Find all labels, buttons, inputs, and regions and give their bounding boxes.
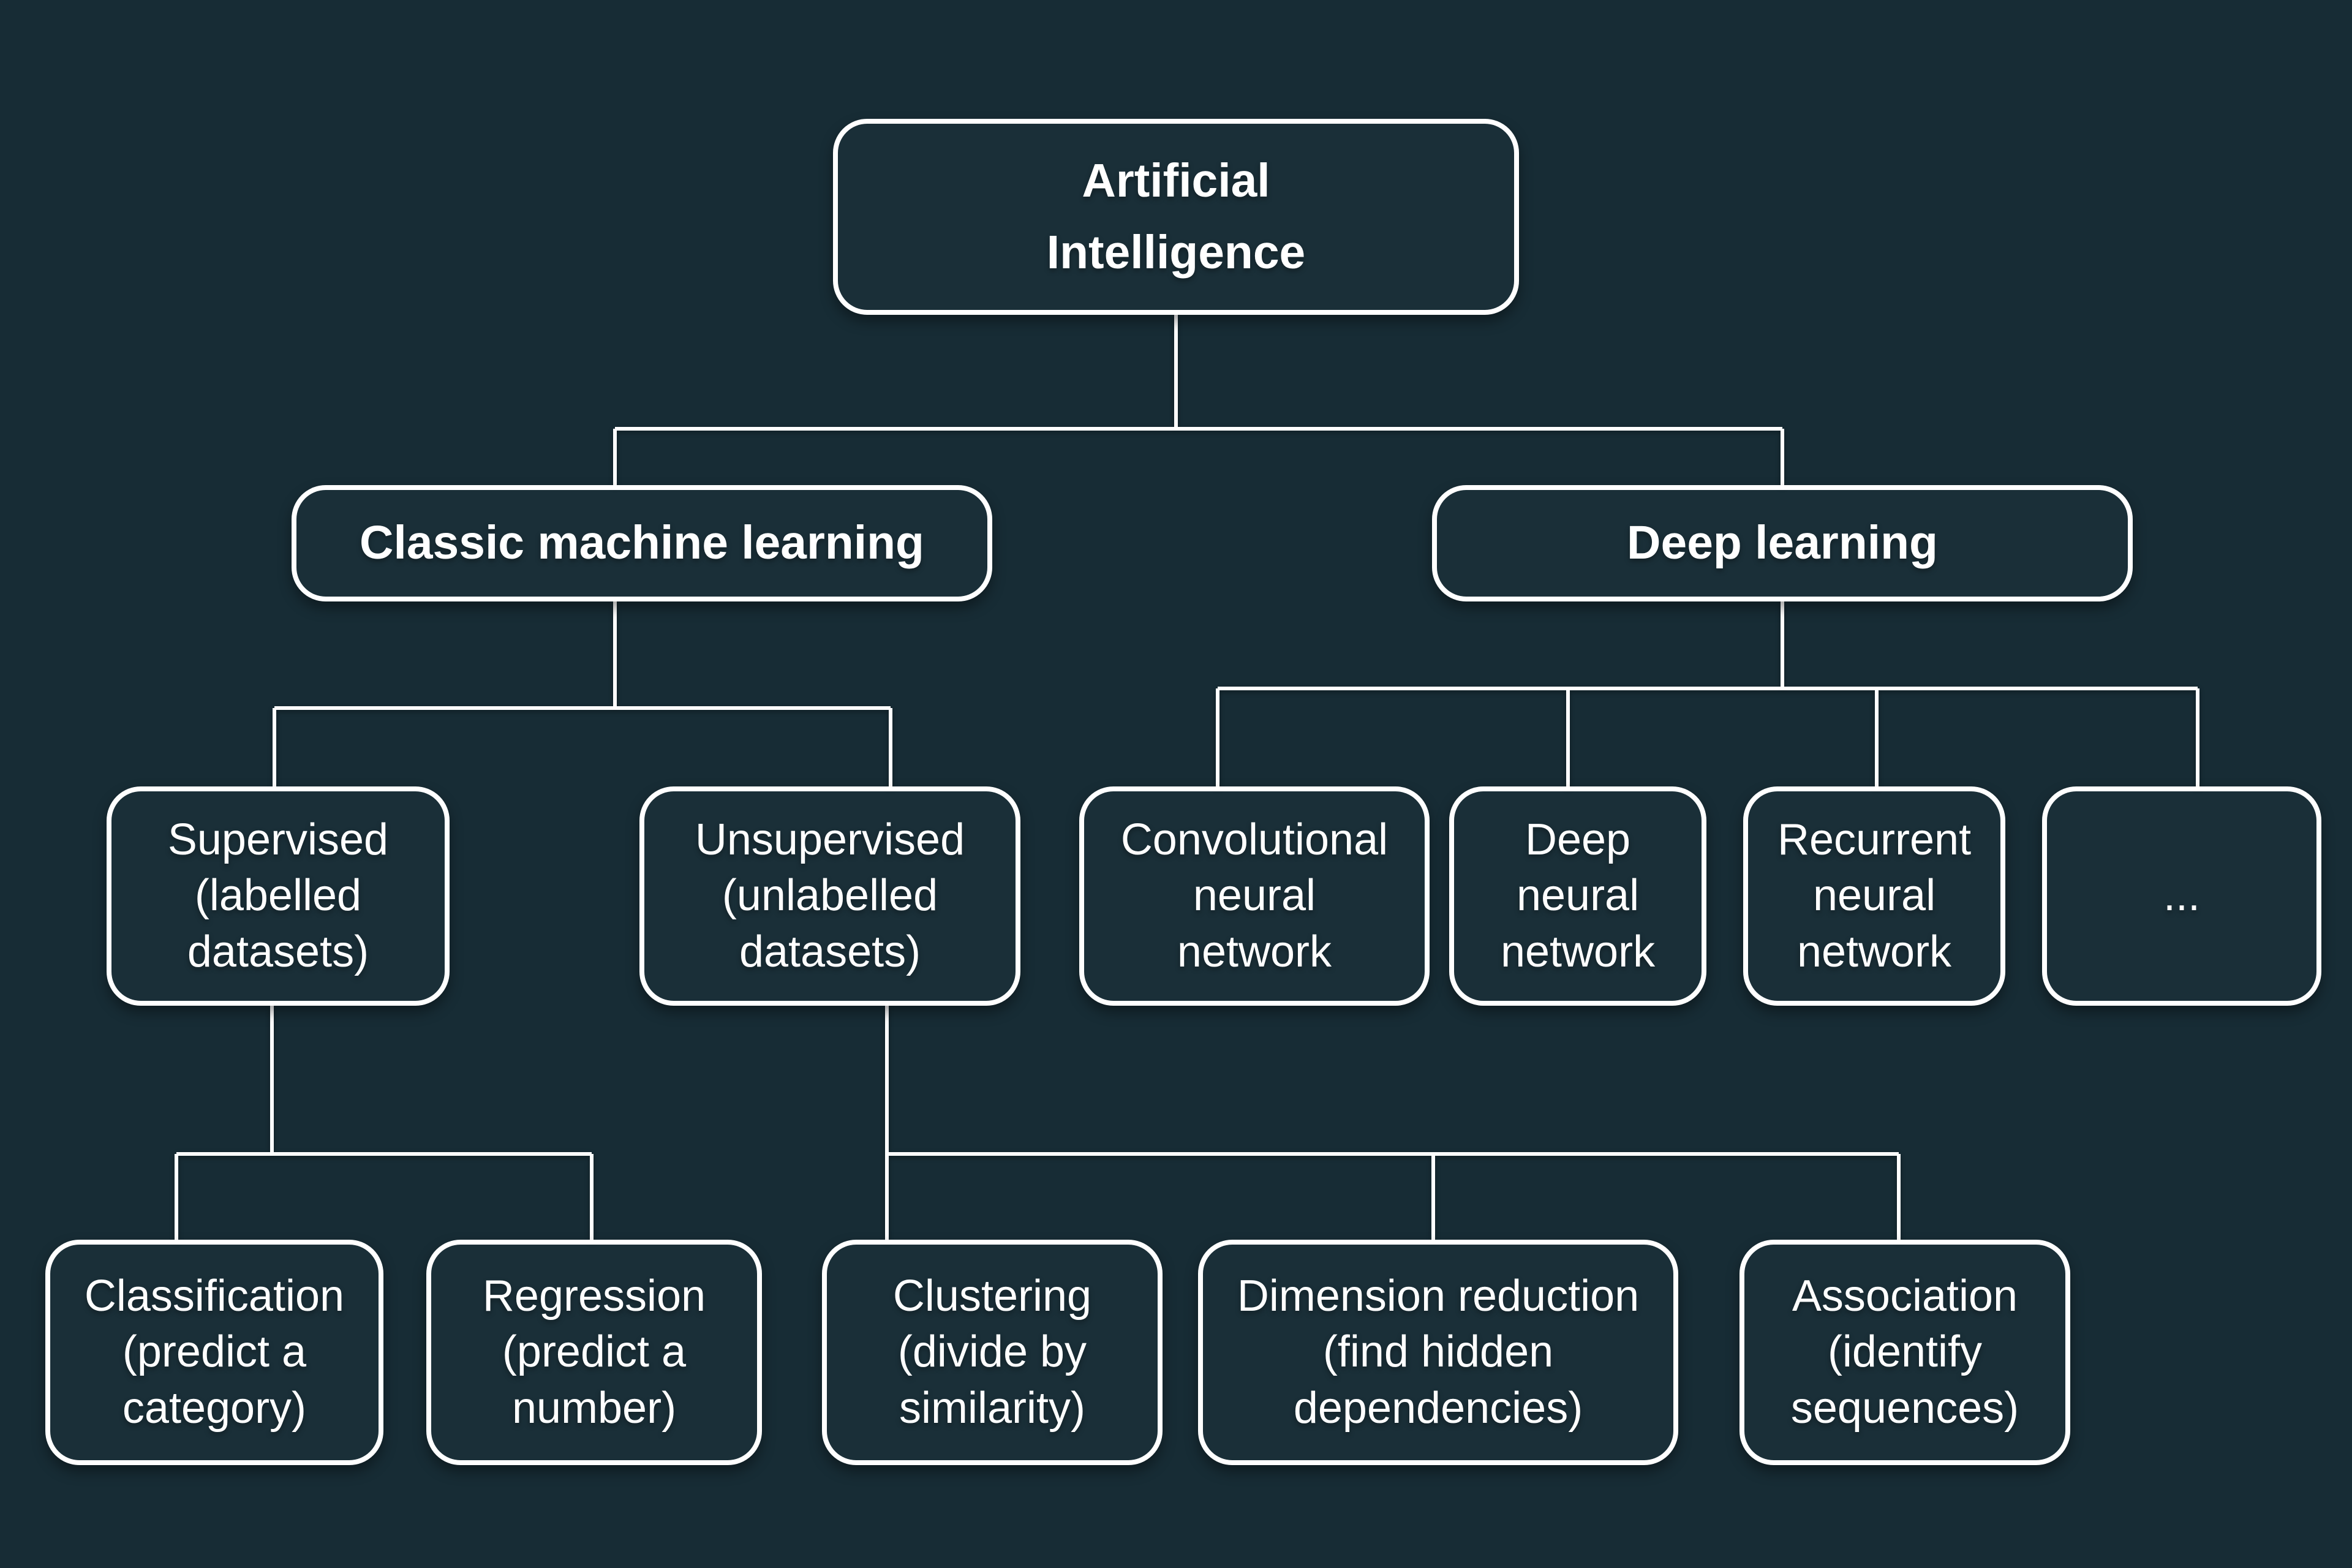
node-label-line: sequences): [1790, 1383, 2019, 1433]
node-label-line: (unlabelled: [722, 871, 938, 921]
node-label-line: (divide by: [897, 1327, 1087, 1377]
node-regression: Regression (predict a number): [426, 1239, 762, 1465]
connector-supervised-to-children: [175, 1006, 594, 1241]
node-label-line: network: [1796, 927, 1952, 976]
node-label-line: network: [1177, 927, 1332, 976]
node-label-line: Artificial: [1082, 154, 1270, 207]
node-label-line: Regression: [482, 1271, 706, 1321]
node-label-line: datasets): [187, 927, 369, 976]
node-unsupervised: Unsupervised (unlabelled datasets): [639, 786, 1021, 1006]
node-label-line: Supervised: [167, 815, 389, 864]
connector-unsupervised-to-children: [885, 1006, 1901, 1241]
node-association: Association (identify sequences): [1739, 1239, 2070, 1465]
node-deep-neural-network: Deep neural network: [1449, 786, 1707, 1006]
node-label-line: neural: [1516, 871, 1640, 921]
node-label-line: Classification: [84, 1271, 345, 1321]
node-label-line: (identify: [1827, 1327, 1983, 1377]
node-label-line: number): [511, 1383, 677, 1433]
node-supervised: Supervised (labelled datasets): [106, 786, 450, 1006]
node-label-line: Association: [1792, 1271, 2018, 1321]
node-label-line: (find hidden: [1322, 1327, 1554, 1377]
node-clustering: Clustering (divide by similarity): [822, 1239, 1163, 1465]
node-label-line: Recurrent: [1777, 815, 1972, 864]
node-more-ellipsis: ...: [2042, 786, 2321, 1006]
node-convolutional-neural-network: Convolutional neural network: [1079, 786, 1430, 1006]
node-label-line: similarity): [899, 1383, 1085, 1433]
node-classification: Classification (predict a category): [45, 1239, 383, 1465]
node-label-line: neural: [1812, 871, 1936, 921]
node-dimension-reduction: Dimension reduction (find hidden depende…: [1198, 1239, 1679, 1465]
connector-classic-ml-to-children: [273, 601, 892, 788]
connector-deep-learning-to-children: [1216, 601, 2199, 788]
node-recurrent-neural-network: Recurrent neural network: [1743, 786, 2006, 1006]
node-label-line: neural: [1193, 871, 1316, 921]
node-label-line: Deep learning: [1627, 516, 1938, 570]
node-label-line: Clustering: [892, 1271, 1092, 1321]
node-label-line: ...: [2163, 871, 2200, 921]
node-label-line: network: [1500, 927, 1656, 976]
node-label-line: Classic machine learning: [360, 516, 924, 570]
node-label-line: Dimension reduction: [1237, 1271, 1640, 1321]
node-deep-learning: Deep learning: [1431, 485, 2133, 601]
node-label-line: Unsupervised: [695, 815, 965, 864]
node-label-line: (predict a: [122, 1327, 307, 1377]
node-label-line: (labelled: [194, 871, 362, 921]
node-label-line: Intelligence: [1046, 225, 1306, 279]
node-label-line: category): [122, 1383, 307, 1433]
node-label-line: datasets): [739, 927, 921, 976]
connector-ai-to-level2: [613, 315, 1784, 486]
node-label-line: dependencies): [1293, 1383, 1583, 1433]
node-classic-machine-learning: Classic machine learning: [292, 485, 992, 601]
node-label-line: Deep: [1525, 815, 1631, 864]
node-label-line: Convolutional: [1120, 815, 1389, 864]
node-artificial-intelligence: Artificial Intelligence: [833, 118, 1519, 315]
node-label-line: (predict a: [502, 1327, 687, 1377]
